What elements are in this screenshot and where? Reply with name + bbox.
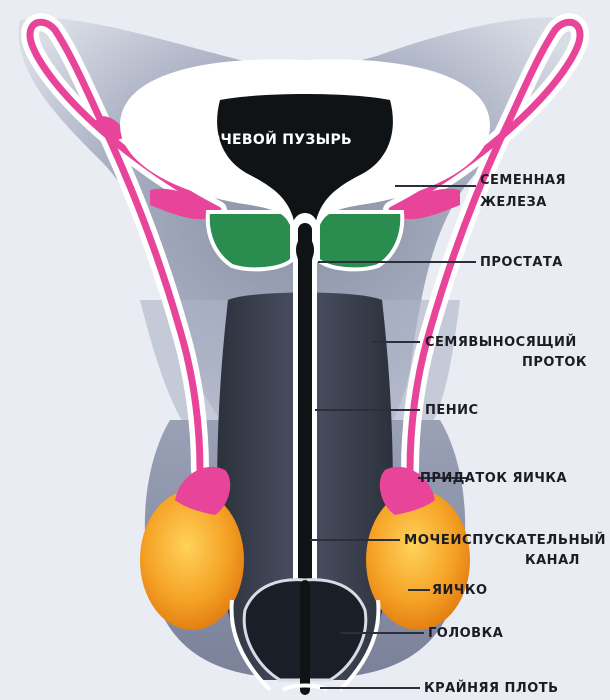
- label-seminal-vesicle-2: ЖЕЛЕЗА: [480, 195, 547, 210]
- bladder-label: МОЧЕВОЙ ПУЗЫРЬ: [194, 131, 352, 148]
- testis-left: [140, 490, 244, 630]
- label-seminal-vesicle-1: СЕМЕННАЯ: [480, 173, 566, 188]
- label-glans: ГОЛОВКА: [428, 626, 503, 641]
- label-foreskin: КРАЙНЯЯ ПЛОТЬ: [424, 680, 559, 696]
- label-urethra-2: КАНАЛ: [525, 553, 580, 568]
- label-epididymis: ПРИДАТОК ЯИЧКА: [420, 471, 567, 486]
- testis-right: [366, 490, 470, 630]
- label-vas-deferens-1: СЕМЯВЫНОСЯЩИЙ: [425, 334, 577, 350]
- label-testis: ЯИЧКО: [432, 583, 488, 598]
- label-urethra-1: МОЧЕИСПУСКАТЕЛЬНЫЙ: [404, 532, 606, 548]
- label-penis: ПЕНИС: [425, 403, 479, 418]
- label-vas-deferens-2: ПРОТОК: [522, 355, 587, 370]
- label-prostate: ПРОСТАТА: [480, 255, 563, 270]
